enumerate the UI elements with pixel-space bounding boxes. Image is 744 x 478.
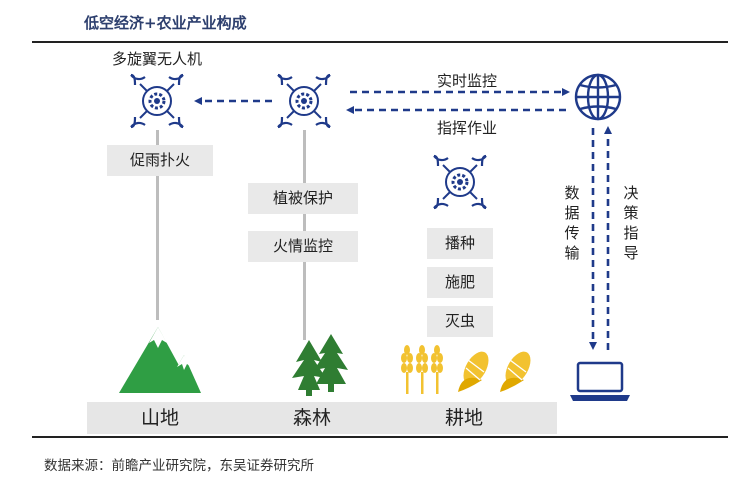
realtime-monitor-label: 实时监控 [437,72,498,90]
page-title: 低空经济+农业产业构成 [84,14,247,32]
mountain-task-tag: 促雨扑火 [107,145,213,176]
decision-guide-label: 决策指导 [623,184,639,262]
laptop-icon [570,361,630,401]
farm-task-tag-1: 播种 [427,228,493,259]
top-rule [32,41,728,43]
command-operation-label: 指挥作业 [437,119,498,137]
ground-label-farmland: 耕地 [444,407,483,429]
mountain-stem [156,130,159,320]
ground-label-mountain: 山地 [140,407,179,429]
farm-task-tag-3: 灭虫 [427,306,493,337]
ground-label-forest: 森林 [292,407,331,429]
drone-icon-farmland [432,154,488,210]
drone-icon-mountain [129,73,185,129]
mountain-icon [119,327,201,393]
source-note: 数据来源：前瞻产业研究院，东吴证券研究所 [44,458,314,474]
forest-task-tag-2: 火情监控 [248,231,358,262]
data-transfer-label: 数据传输 [564,184,580,262]
wheat-icon [401,345,443,394]
drone-icon-forest [276,73,332,129]
ground-strip [87,402,557,434]
drone-type-label: 多旋翼无人机 [112,50,203,68]
forest-trees-icon [292,334,348,396]
farm-task-tag-2: 施肥 [427,267,493,298]
globe-icon [574,73,622,121]
corn-icon [458,351,531,392]
bottom-rule [32,436,728,438]
forest-task-tag-1: 植被保护 [248,183,358,214]
